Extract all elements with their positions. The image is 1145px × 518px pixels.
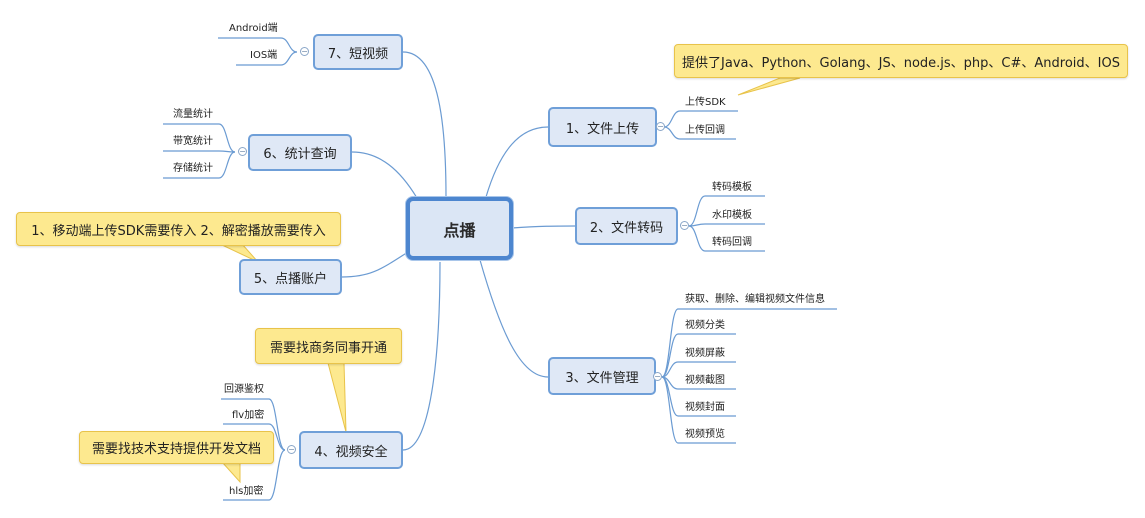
leaf-transcode-template[interactable]: 转码模板 bbox=[712, 182, 752, 193]
link-branch-1-leaf-1 bbox=[663, 110, 738, 128]
leaf-hls-encrypt[interactable]: hls加密 bbox=[229, 486, 264, 497]
leaf-video-screenshot[interactable]: 视频截图 bbox=[685, 375, 725, 386]
note-1-tail bbox=[737, 77, 801, 96]
branch-node-short-video[interactable]: 7、短视频 bbox=[313, 34, 403, 70]
branch-node-file-management[interactable]: 3、文件管理 bbox=[548, 357, 656, 395]
link-branch-2-leaf-2 bbox=[688, 223, 765, 227]
link-branch-6-leaf-3 bbox=[163, 151, 236, 179]
minus-circle-icon[interactable]: − bbox=[238, 147, 247, 156]
branch-node-vod-account[interactable]: 5、点播账户 bbox=[239, 259, 342, 295]
link-root-to-branch-5 bbox=[341, 251, 409, 278]
link-branch-2-leaf-1 bbox=[688, 195, 765, 227]
branch-node-video-security[interactable]: 4、视频安全 bbox=[299, 431, 403, 469]
leaf-watermark-template[interactable]: 水印模板 bbox=[712, 210, 752, 221]
leaf-transcode-callback[interactable]: 转码回调 bbox=[712, 237, 752, 248]
leaf-video-info-edit[interactable]: 获取、删除、编辑视频文件信息 bbox=[685, 294, 825, 305]
leaf-upload-sdk[interactable]: 上传SDK bbox=[685, 97, 726, 108]
link-root-to-branch-6 bbox=[351, 151, 418, 199]
leaf-video-preview[interactable]: 视频预览 bbox=[685, 429, 725, 440]
leaf-storage-stats[interactable]: 存储统计 bbox=[173, 163, 213, 174]
connector-lines bbox=[163, 37, 837, 501]
link-branch-3-leaf-2 bbox=[661, 333, 736, 378]
branch-node-transcode[interactable]: 2、文件转码 bbox=[575, 207, 678, 245]
branch-node-file-upload[interactable]: 1、文件上传 bbox=[548, 107, 657, 147]
leaf-ios[interactable]: IOS端 bbox=[250, 50, 278, 61]
branch-node-statistics[interactable]: 6、统计查询 bbox=[248, 134, 352, 171]
leaf-traffic-stats[interactable]: 流量统计 bbox=[173, 109, 213, 120]
minus-circle-icon[interactable]: − bbox=[680, 221, 689, 230]
leaf-android[interactable]: Android端 bbox=[229, 23, 278, 34]
minus-circle-icon[interactable]: − bbox=[653, 372, 662, 381]
link-branch-2-leaf-3 bbox=[688, 225, 765, 252]
link-root-to-branch-7 bbox=[402, 51, 447, 198]
note-3-tail bbox=[327, 362, 347, 433]
leaf-video-cover[interactable]: 视频封面 bbox=[685, 402, 725, 413]
note-4-tail bbox=[220, 461, 241, 484]
minus-circle-icon[interactable]: − bbox=[656, 122, 665, 131]
leaf-video-block[interactable]: 视频屏蔽 bbox=[685, 348, 725, 359]
leaf-bandwidth-stats[interactable]: 带宽统计 bbox=[173, 136, 213, 147]
link-branch-3-leaf-6 bbox=[661, 376, 736, 444]
note-contact-support[interactable]: 需要找技术支持提供开发文档 bbox=[79, 431, 274, 464]
note-sdk-languages[interactable]: 提供了Java、Python、Golang、JS、node.js、php、C#、… bbox=[674, 44, 1128, 78]
link-branch-4-leaf-2 bbox=[223, 423, 286, 451]
link-branch-6-leaf-1 bbox=[163, 123, 236, 153]
note-contact-business[interactable]: 需要找商务同事开通 bbox=[255, 328, 402, 364]
minus-circle-icon[interactable]: − bbox=[287, 445, 296, 454]
link-branch-3-leaf-3 bbox=[661, 361, 736, 378]
leaf-video-category[interactable]: 视频分类 bbox=[685, 320, 725, 331]
note-account-params[interactable]: 1、移动端上传SDK需要传入 2、解密播放需要传入 bbox=[16, 212, 341, 246]
leaf-origin-auth[interactable]: 回源鉴权 bbox=[224, 384, 264, 395]
link-branch-7-leaf-1 bbox=[218, 37, 298, 53]
link-root-to-branch-2 bbox=[511, 225, 576, 229]
link-branch-1-leaf-2 bbox=[663, 126, 736, 140]
link-root-to-branch-1 bbox=[485, 126, 549, 198]
leaf-flv-encrypt[interactable]: flv加密 bbox=[232, 410, 265, 421]
link-branch-7-leaf-2 bbox=[236, 51, 298, 66]
root-node[interactable]: 点播 bbox=[406, 197, 513, 260]
callout-tails bbox=[219, 77, 801, 484]
link-branch-6-leaf-2 bbox=[163, 150, 236, 153]
minus-circle-icon[interactable]: − bbox=[300, 47, 309, 56]
link-root-to-branch-4 bbox=[402, 261, 441, 451]
leaf-upload-callback[interactable]: 上传回调 bbox=[685, 125, 725, 136]
link-branch-4-leaf-3 bbox=[223, 449, 286, 501]
link-root-to-branch-3 bbox=[479, 259, 549, 378]
